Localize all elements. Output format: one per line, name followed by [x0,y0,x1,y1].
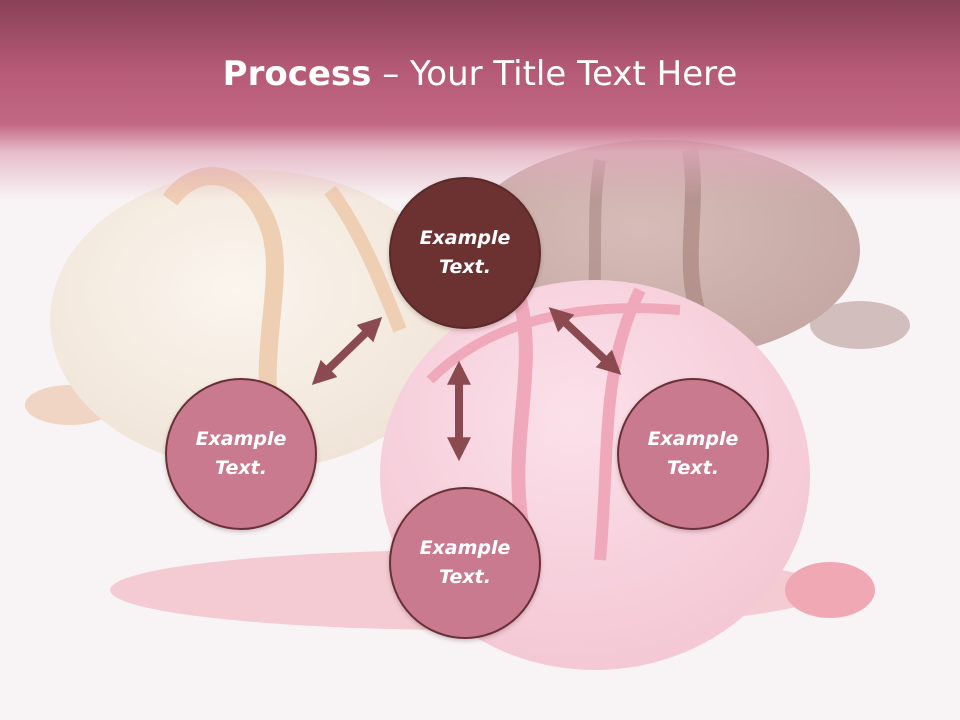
node-right-text: Example Text. [647,428,739,479]
node-center-text: Example Text. [419,227,511,278]
node-center[interactable]: Example Text. [389,177,541,329]
arrow-center-left [311,316,383,386]
title-dash: – [371,54,411,94]
header-band [0,0,960,200]
node-left-text: Example Text. [195,428,287,479]
node-left[interactable]: Example Text. [165,378,317,530]
node-bottom[interactable]: Example Text. [389,487,541,639]
node-bottom-text: Example Text. [419,537,511,588]
node-right[interactable]: Example Text. [617,378,769,530]
arrow-center-right [548,307,622,375]
title-bold: Process [222,54,372,94]
slide-title: Process – Your Title Text Here [0,52,960,96]
title-rest: Your Title Text Here [410,54,738,94]
